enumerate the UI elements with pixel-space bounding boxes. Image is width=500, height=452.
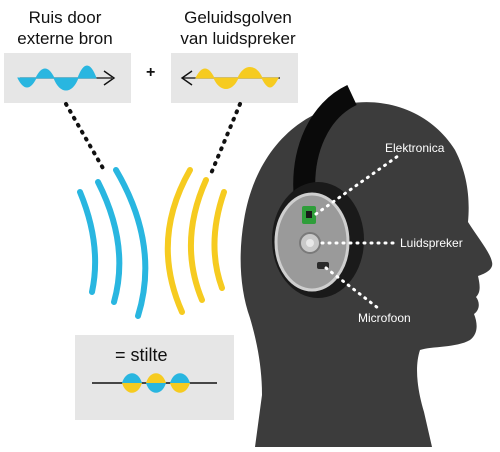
- speaker-waves-label-line2: van luidspreker: [180, 29, 296, 48]
- noise-arc-2: [95, 179, 123, 305]
- speaker-center: [306, 239, 314, 247]
- external-noise-label-line2: externe bron: [17, 29, 113, 48]
- noise-arc-1: [77, 189, 99, 295]
- chip: [306, 211, 312, 218]
- result-blue-lobe-1: [122, 373, 142, 383]
- result-blue-lobe-3: [170, 373, 190, 383]
- result-yellow-lobe-1: [122, 383, 142, 393]
- headband: [293, 85, 358, 202]
- noise-arc-3: [113, 167, 149, 319]
- external-noise-label: Ruis door externe bron: [10, 7, 120, 49]
- external-noise-label-line1: Ruis door: [28, 8, 102, 27]
- silence-label: = stilte: [115, 345, 168, 365]
- electronics-pointer: [314, 154, 400, 216]
- result-yellow-lobe-2: [146, 373, 166, 383]
- speaker-label: Luidspreker: [400, 236, 463, 250]
- plus-sign: +: [146, 64, 156, 81]
- microphone-pointer: [324, 266, 380, 310]
- anti-arc-2: [188, 177, 209, 303]
- result-blue-lobe-2: [146, 383, 166, 393]
- noise-arrowhead: [103, 70, 116, 86]
- electronics-label: Elektronica: [385, 141, 445, 155]
- noise-wave: [17, 65, 97, 91]
- anti-arc-3: [211, 189, 227, 291]
- anti-wave: [195, 67, 279, 89]
- noise-dotted-line: [64, 102, 106, 172]
- speaker-waves-label-line1: Geluidsgolven: [184, 8, 292, 27]
- speaker-dotted-line: [208, 102, 242, 178]
- anti-arc-1: [164, 167, 193, 315]
- head-silhouette: [240, 102, 493, 448]
- ear-cup-rim: [274, 192, 350, 292]
- speaker-wave-arrowhead: [180, 70, 193, 86]
- microphone-label: Microfoon: [358, 311, 411, 325]
- result-yellow-lobe-3: [170, 383, 190, 393]
- speaker-waves-label: Geluidsgolven van luidspreker: [168, 7, 308, 49]
